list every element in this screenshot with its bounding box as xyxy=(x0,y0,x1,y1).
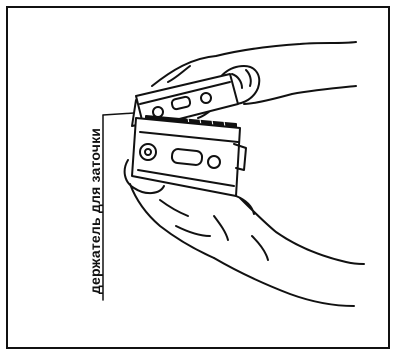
callout-leader xyxy=(103,113,134,300)
front-sharpening-holder xyxy=(132,118,246,196)
sharpening-holder-label: держатель для заточки xyxy=(87,128,103,294)
